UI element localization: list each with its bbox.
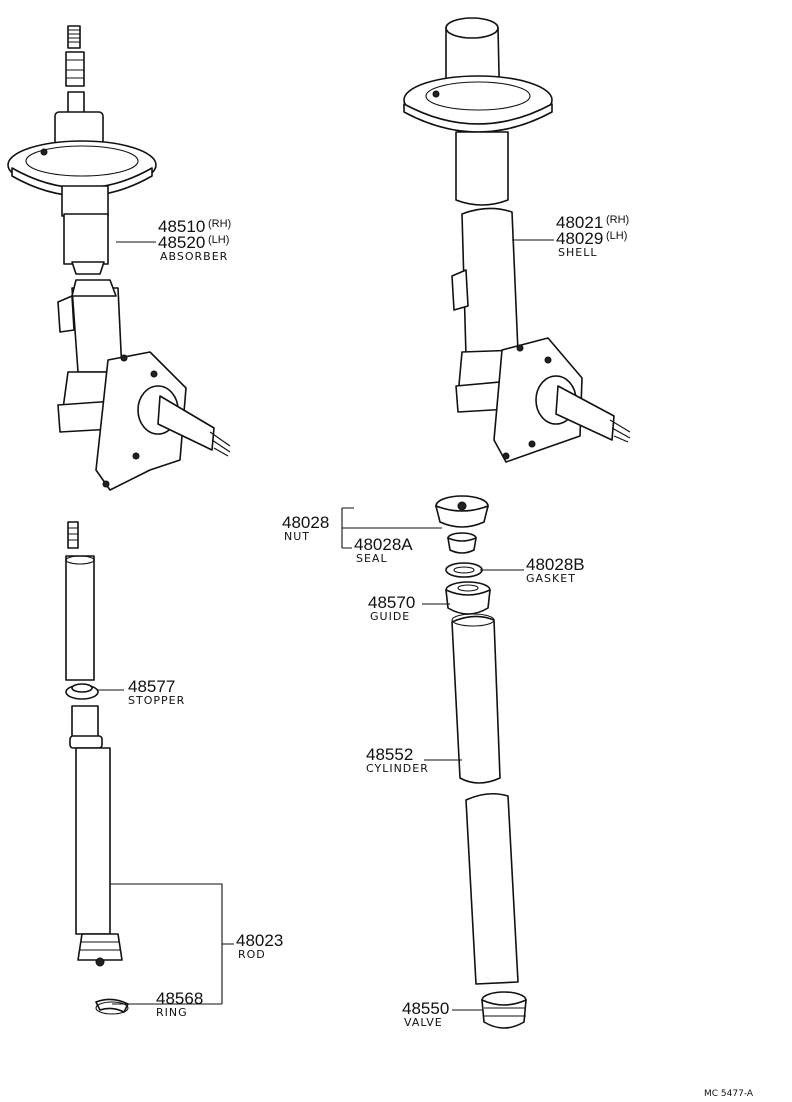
nut-label: NUT [284, 530, 310, 543]
ring-number: 48568 [156, 989, 203, 1008]
cylinder-part [451, 613, 501, 784]
callout-ring: 48568 RING [156, 989, 203, 1019]
leader-lines [98, 239, 554, 1011]
valve-number: 48550 [402, 999, 449, 1018]
callout-seal: 48028A SEAL [354, 535, 413, 565]
callout-cylinder: 48552 CYLINDER [366, 745, 429, 775]
valve-part [481, 991, 527, 1029]
callout-gasket: 48028B GASKET [526, 555, 585, 585]
stopper-part [65, 683, 99, 700]
gasket-number: 48028B [526, 555, 585, 574]
absorber-number-lh: 48520 [158, 233, 205, 252]
callout-nut: 48028 NUT [282, 513, 329, 543]
gasket-part [445, 562, 483, 578]
callout-valve: 48550 VALVE [402, 999, 449, 1029]
guide-number: 48570 [368, 593, 415, 612]
cylinder-lower-part [465, 792, 519, 985]
shell-tag-lh: (LH) [606, 230, 627, 242]
absorber-assembly [7, 25, 231, 491]
seal-label: SEAL [356, 552, 388, 565]
ring-part [95, 998, 129, 1015]
gasket-label: GASKET [526, 572, 576, 585]
absorber-tag-rh: (RH) [208, 218, 231, 230]
cylinder-label: CYLINDER [366, 762, 429, 775]
callout-stopper: 48577 STOPPER [128, 677, 185, 707]
shell-label: SHELL [558, 246, 597, 259]
stopper-number: 48577 [128, 677, 175, 696]
callout-absorber: 48510 (RH) 48520 (LH) ABSORBER [158, 217, 231, 263]
seal-number: 48028A [354, 535, 413, 554]
callout-rod: 48023 ROD [236, 931, 283, 961]
cylinder-number: 48552 [366, 745, 413, 764]
ring-label: RING [156, 1006, 188, 1019]
diagram-code: MC 5477-A [704, 1089, 754, 1099]
absorber-label: ABSORBER [160, 250, 228, 263]
shell-number-lh: 48029 [556, 229, 603, 248]
guide-label: GUIDE [370, 610, 410, 623]
absorber-tag-lh: (LH) [208, 234, 229, 246]
rod-number: 48023 [236, 931, 283, 950]
rod-label: ROD [238, 948, 266, 961]
guide-part [445, 581, 491, 615]
rod-part [65, 521, 95, 681]
callout-guide: 48570 GUIDE [368, 593, 415, 623]
seal-part [447, 532, 477, 554]
shell-tag-rh: (RH) [606, 214, 629, 226]
absorber-number-rh: 48510 [158, 217, 205, 236]
nut-part [435, 495, 489, 528]
valve-label: VALVE [404, 1016, 443, 1029]
callout-shell: 48021 (RH) 48029 (LH) SHELL [556, 213, 629, 259]
nut-number: 48028 [282, 513, 329, 532]
stopper-label: STOPPER [128, 694, 185, 707]
rod-lower-part [69, 705, 123, 967]
shell-assembly [403, 17, 631, 463]
shell-number-rh: 48021 [556, 213, 603, 232]
